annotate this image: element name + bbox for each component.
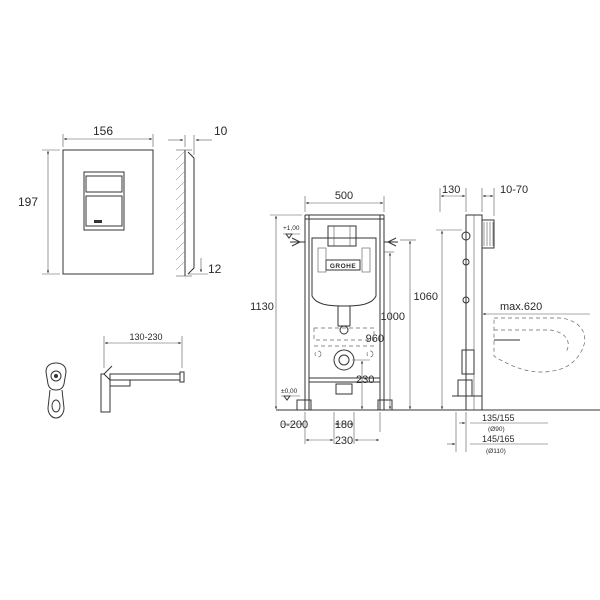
level-bottom-label: ±0,00 <box>281 388 298 395</box>
bottom-180-label: 180 <box>335 419 353 431</box>
side-outlet <box>461 349 475 375</box>
plate-height-label: 197 <box>18 195 38 209</box>
height-1000-dimension: 1000 <box>381 239 416 410</box>
side-actuator <box>481 219 495 249</box>
plate-width-label: 156 <box>93 124 113 138</box>
level-marks: +1,00 ±0,00 <box>281 225 300 401</box>
plate-depth-dimension: 10 <box>168 124 228 155</box>
bottom-range-label: 0-200 <box>280 419 308 431</box>
pipe1-label: 135/155 <box>482 413 515 423</box>
cistern-valve-block <box>327 225 357 247</box>
side-height-1060-dimension: 1060 <box>414 229 462 410</box>
pipe2-sub-label: (Ø110) <box>486 448 506 455</box>
mount-range-dimension: 130-230 <box>103 332 183 368</box>
mount-bracket-side <box>100 365 185 413</box>
mount-range-label: 130-230 <box>129 332 162 342</box>
height-960-label: 960 <box>366 333 384 345</box>
cistern: GROHE <box>311 225 377 307</box>
flush-plate-small-button <box>85 175 123 193</box>
flush-pipe <box>337 305 351 335</box>
height-960-dimension: 960 <box>366 251 394 410</box>
flush-plate-outline <box>62 149 154 275</box>
pan-outline-dashed <box>313 327 375 358</box>
flush-plate-large-button <box>85 195 123 227</box>
mount-bracket-front <box>45 362 67 419</box>
pipe2-label: 145/165 <box>482 434 515 444</box>
installation-frame-side <box>452 214 495 411</box>
plate-height-dimension: 197 <box>18 149 60 275</box>
flush-plate-button-panel <box>83 171 125 231</box>
wall-hung-pan-dashed <box>493 317 586 373</box>
side-depth-dimension: 130 10-70 <box>439 184 528 216</box>
level-top-label: +1,00 <box>283 225 300 232</box>
frame-height-dimension: 1130 <box>250 214 302 410</box>
plate-depth-label: 10 <box>214 124 228 138</box>
height-1000-label: 1000 <box>381 311 405 323</box>
side-depth-130-label: 130 <box>442 184 460 196</box>
side-depth-range-label: 10-70 <box>500 184 528 196</box>
height-230-label: 230 <box>356 374 374 386</box>
installation-frame-front <box>296 214 393 411</box>
wall-hatching <box>175 150 186 271</box>
flush-plate-side-view <box>175 149 195 277</box>
bottom-dimensions: 0-200 180 230 <box>280 412 381 447</box>
plate-gap-dimension: 12 <box>188 258 222 276</box>
side-height-1060-label: 1060 <box>414 291 438 303</box>
brand-label: GROHE <box>330 263 357 270</box>
frame-height-label: 1130 <box>250 301 274 313</box>
height-230-dimension: 230 <box>352 359 374 410</box>
outlet-elbow <box>333 349 355 395</box>
bottom-230-label: 230 <box>335 435 353 447</box>
side-max-label: max.620 <box>500 301 542 313</box>
plate-gap-label: 12 <box>208 262 222 276</box>
plate-width-dimension: 156 <box>62 124 154 147</box>
side-pipe-dimensions: 135/155 (Ø90) 145/165 (Ø110) <box>447 412 548 455</box>
side-max-dimension: max.620 <box>482 301 590 316</box>
supply-pipes <box>290 237 398 247</box>
mount-bolt <box>109 373 181 381</box>
frame-width-label: 500 <box>335 190 353 202</box>
pipe1-sub-label: (Ø90) <box>488 426 505 433</box>
frame-width-dimension: 500 <box>304 190 385 212</box>
flush-plate-logo <box>94 220 102 223</box>
flush-plate-front-view <box>62 149 154 275</box>
